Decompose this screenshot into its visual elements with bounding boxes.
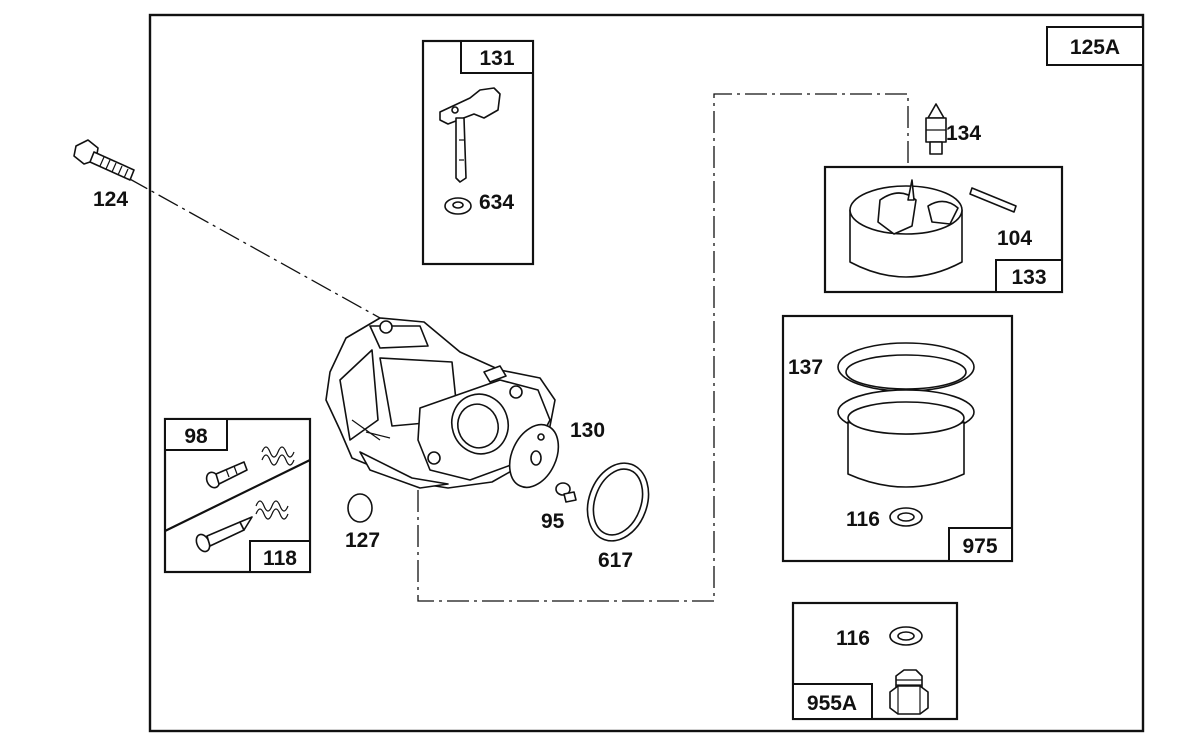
part-116-label-a: 116 xyxy=(846,508,880,531)
inlet-needle xyxy=(925,103,947,155)
screw-95 xyxy=(555,482,577,503)
choke-shaft xyxy=(439,87,501,183)
part-617-label: 617 xyxy=(598,549,633,572)
mixture-screw xyxy=(195,516,253,553)
bowl-nut xyxy=(889,669,929,715)
leader-line-bowl xyxy=(417,93,909,602)
bowl-washer-116 xyxy=(889,507,923,527)
bowl-gasket xyxy=(837,342,975,392)
kit-118-label: 118 xyxy=(263,547,297,570)
leader-line-bolt xyxy=(127,177,381,319)
part-104-label: 104 xyxy=(997,227,1032,250)
float-bowl xyxy=(837,389,975,488)
assembly-label: 125A xyxy=(1070,36,1120,59)
diaphragm-plate xyxy=(508,423,560,489)
kit-98-label: 98 xyxy=(184,425,208,448)
kit-955a-label: 955A xyxy=(807,692,857,715)
part-124-label: 124 xyxy=(93,188,128,211)
float-pin xyxy=(969,187,1017,213)
part-95-label: 95 xyxy=(541,510,565,533)
mounting-bolt xyxy=(73,139,135,181)
mixture-spring xyxy=(255,500,289,520)
idle-spring xyxy=(261,446,295,466)
float xyxy=(849,179,963,278)
idle-speed-screw xyxy=(205,461,248,489)
part-130-label: 130 xyxy=(570,419,605,442)
kit-98-118-box: 98 118 xyxy=(163,417,312,574)
washer-116 xyxy=(889,626,923,646)
kit-131-label: 131 xyxy=(479,47,514,70)
part-127-label: 127 xyxy=(345,529,380,552)
welch-plug xyxy=(347,493,373,523)
kit-975-label: 975 xyxy=(962,535,997,558)
part-137-label: 137 xyxy=(788,356,823,379)
part-134-label: 134 xyxy=(946,122,981,145)
kit-133-label: 133 xyxy=(1011,266,1046,289)
assembly-label-box: 125A xyxy=(1046,26,1144,66)
kit-955a-box: 955A xyxy=(791,601,959,721)
o-ring-617 xyxy=(586,462,650,542)
choke-seal xyxy=(444,197,472,215)
part-116-label-b: 116 xyxy=(836,627,870,650)
part-634-label: 634 xyxy=(479,191,514,214)
kit-131-box: 131 xyxy=(421,39,535,266)
